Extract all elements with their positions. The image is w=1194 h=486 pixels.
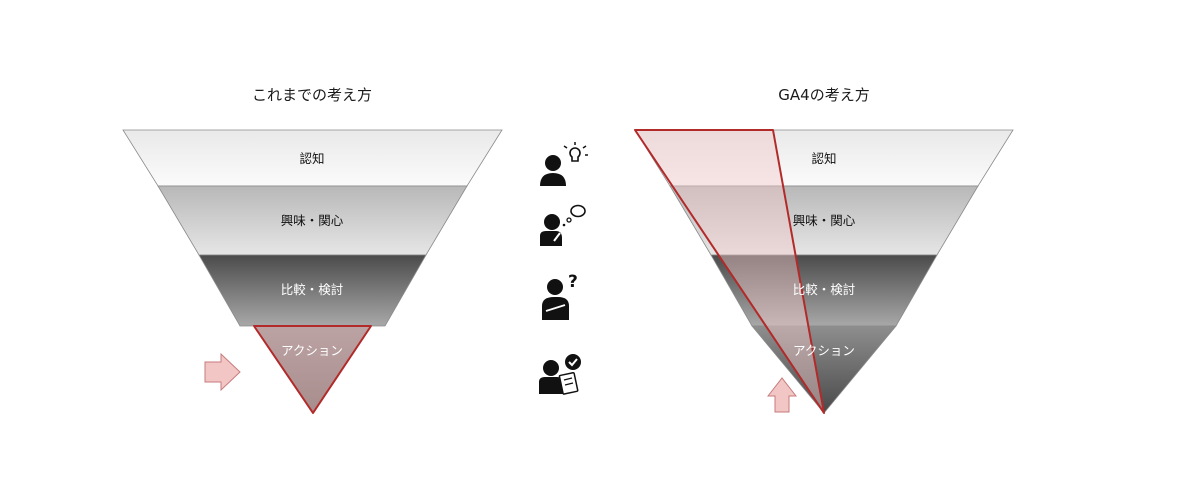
svg-text:?: ? bbox=[568, 272, 578, 292]
person-question-icon: ? bbox=[542, 272, 578, 320]
left-level-label: 認知 bbox=[299, 151, 324, 166]
person-checklist-icon bbox=[539, 354, 581, 395]
left-level-consideration bbox=[198, 254, 427, 327]
right-level-label: アクション bbox=[793, 343, 855, 358]
right-level-label: 比較・検討 bbox=[793, 282, 856, 297]
right-funnel-title: GA4の考え方 bbox=[778, 86, 869, 104]
left-funnel-title: これまでの考え方 bbox=[252, 86, 372, 104]
ga4-flow-overlay bbox=[634, 129, 825, 414]
right-pointing-arrow-icon bbox=[204, 352, 241, 392]
person-idea-icon bbox=[540, 142, 588, 186]
left-level-label: 興味・関心 bbox=[281, 213, 344, 228]
right-level-action bbox=[751, 325, 897, 414]
right-level-label: 興味・関心 bbox=[793, 213, 856, 228]
left-level-label: 比較・検討 bbox=[281, 282, 344, 297]
left-level-label: アクション bbox=[281, 343, 343, 358]
right-level-label: 認知 bbox=[811, 151, 836, 166]
person-thinking-icon bbox=[540, 204, 586, 246]
left-level-action-highlight bbox=[253, 325, 372, 414]
up-pointing-arrow-icon bbox=[766, 377, 798, 413]
